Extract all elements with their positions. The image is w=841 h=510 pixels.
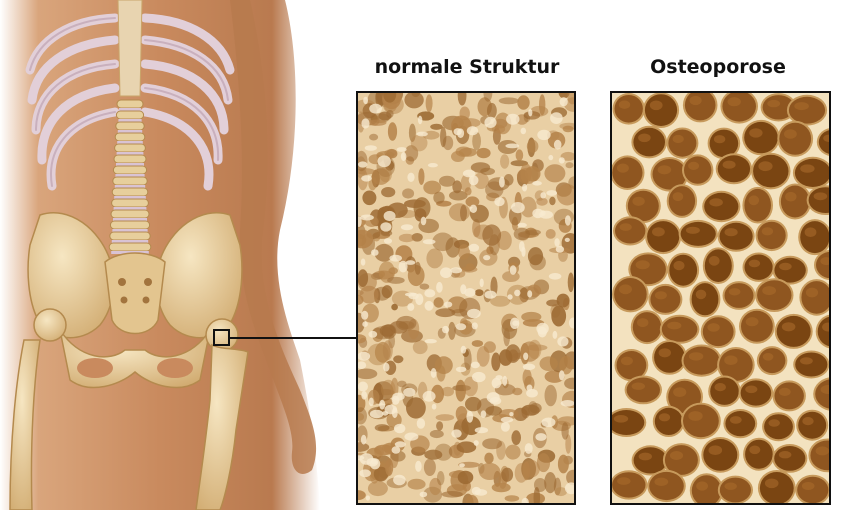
panel-normal [348,82,583,510]
panel-osteoporosis [607,88,841,508]
normal-structure-label: normale Struktur [352,56,582,78]
osteoporosis-label: Osteoporose [610,56,826,78]
